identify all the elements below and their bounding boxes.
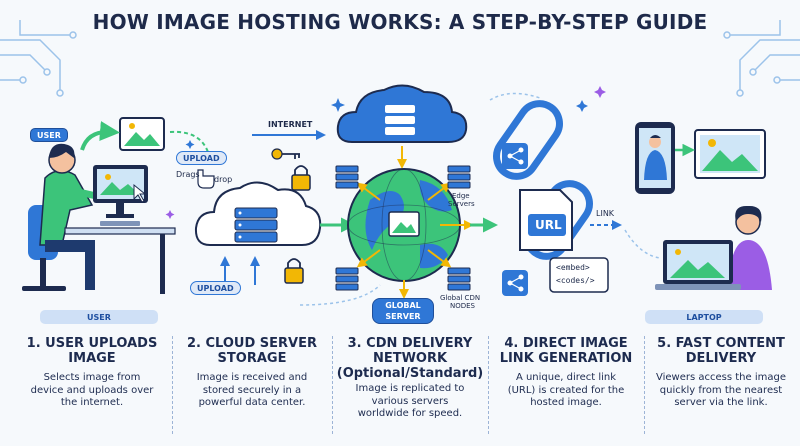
edge-server-icon [447,267,471,291]
phone-icon [635,122,675,194]
global-server-line-2: SERVER [385,312,421,321]
laptop-user-illustration [655,205,772,290]
embed-code-line-2: <codes/> [556,276,595,285]
upload-tag: UPLOAD [176,151,227,165]
cdn-nodes-label-1: Global CDN [440,294,481,302]
step-desc-line: various servers [371,395,449,407]
step-desc-line: (URL) is created for the [507,384,625,396]
step-desc-line: Image is received and [196,372,308,383]
share-icon [502,270,528,296]
drags-label: Drags [176,170,200,179]
page-title: HOW IMAGE HOSTING WORKS: A STEP-BY-STEP … [92,10,708,34]
step-title-line: 3. CDN DELIVERY [347,336,473,351]
edge-server-icon [335,267,359,291]
divider [644,336,645,434]
step-title-line: STORAGE [217,351,287,366]
global-server-label: GLOBAL SERVER [372,298,434,324]
cdn-nodes-label-2: NODES [450,302,476,310]
key-icon [271,148,300,160]
step-title-line: IMAGE [68,351,116,366]
edge-server-icon [447,165,471,189]
top-cloud-icon [336,84,468,143]
step-title-line: (Optional/Standard) [336,366,484,381]
step-desc-line: quickly from the nearest [659,384,783,396]
embed-code-line-1: <embed> [556,263,590,272]
step-title-line: 5. FAST CONTENT [657,336,785,351]
user-tag: USER [30,128,68,142]
padlock-icon [284,258,304,284]
circuit-decoration-right [723,20,800,97]
step-title-line: 1. USER UPLOADS [26,336,158,351]
step-desc-line: stored securely in a [202,384,302,396]
image-card-icon [119,117,165,151]
padlock-icon [291,165,311,191]
link-label: LINK [596,209,615,218]
url-label: URL [535,218,562,232]
step-desc-line: hosted image. [530,397,602,408]
step-desc-line: Image is replicated to [355,383,465,394]
step-desc-line: A unique, direct link [515,372,617,383]
step-title-line: 4. DIRECT IMAGE [504,336,628,351]
monitor-image-icon [694,129,766,179]
step-desc-line: the internet. [60,397,124,408]
upload-tag-bottom: UPLOAD [190,281,241,295]
step-desc-line: Viewers access the image [656,372,786,383]
step-desc-line: Selects image from [43,372,141,383]
internet-label: INTERNET [268,120,313,129]
step-desc-line: worldwide for speed. [357,408,463,419]
user-bar: USER [40,310,158,324]
code-box-icon [549,257,609,293]
step-title-line: DELIVERY [685,351,757,366]
share-icon [502,143,528,169]
laptop-bar: LAPTOP [645,310,763,324]
step-description: A unique, direct link(URL) is created fo… [492,372,640,410]
cloud-storage-icon [194,181,322,246]
step-title-line: NETWORK [372,351,448,366]
drop-label: drop [214,175,233,184]
divider [332,336,333,434]
step-title-line: LINK GENERATION [499,351,633,366]
user-illustration [22,143,176,294]
global-server-line-1: GLOBAL [385,301,421,310]
step-title-line: 2. CLOUD SERVER [187,336,317,351]
circuit-decoration-left [0,20,77,97]
step-desc-line: powerful data center. [198,397,306,408]
url-document-icon [519,189,573,251]
edge-servers-label-1: Edge [452,192,470,200]
step-desc-line: server via the link. [674,397,768,408]
edge-servers-label-2: Servers [448,200,475,208]
edge-server-icon [335,165,359,189]
divider [488,336,489,434]
divider [172,336,173,434]
step-desc-line: device and uploads over [30,384,154,396]
